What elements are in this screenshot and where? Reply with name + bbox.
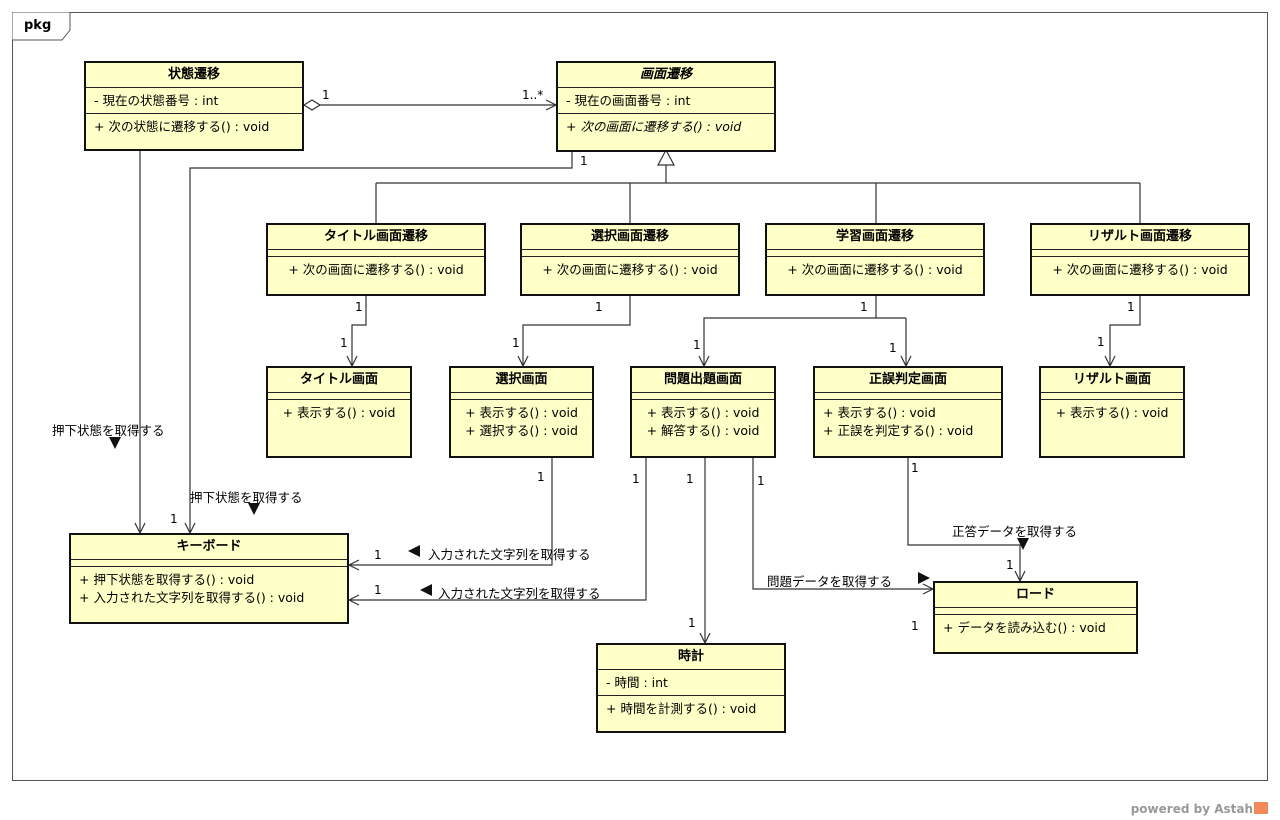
class-operation: + データを読み込む() : void: [943, 620, 1106, 635]
class-keyboard[interactable]: キーボード + 押下状態を取得する() : void + 入力された文字列を取得…: [69, 533, 349, 624]
multiplicity: 1: [512, 336, 520, 350]
class-attribute-compartment: [935, 608, 1136, 615]
multiplicity: 1: [688, 616, 696, 630]
class-name: リザルト画面遷移: [1032, 225, 1248, 250]
multiplicity: 1: [355, 300, 363, 314]
class-name: ロード: [935, 583, 1136, 608]
class-attribute-compartment: [451, 393, 592, 400]
class-attribute-compartment: [815, 393, 1001, 400]
class-operation: + 表示する() : void: [282, 405, 396, 420]
class-operation: + 表示する() : void: [1055, 405, 1169, 420]
class-name: キーボード: [71, 535, 347, 560]
class-select-screen[interactable]: 選択画面 + 表示する() : void + 選択する() : void: [449, 366, 594, 458]
class-operation: + 次の画面に遷移する() : void: [288, 262, 464, 277]
class-operation: + 表示する() : void: [465, 405, 578, 420]
association-label: 入力された文字列を取得する: [428, 547, 591, 562]
class-attribute-compartment: [632, 393, 774, 400]
multiplicity: 1: [1127, 300, 1135, 314]
class-attribute: - 現在の画面番号 : int: [558, 88, 774, 114]
class-attribute-compartment: [268, 250, 484, 257]
class-title-transition[interactable]: タイトル画面遷移 + 次の画面に遷移する() : void: [266, 223, 486, 296]
multiplicity: 1: [757, 474, 765, 488]
multiplicity: 1: [322, 88, 330, 102]
multiplicity: 1: [374, 583, 382, 597]
class-screen-transition[interactable]: 画面遷移 - 現在の画面番号 : int + 次の画面に遷移する() : voi…: [556, 61, 776, 152]
class-operation: + 正誤を判定する() : void: [823, 423, 974, 438]
class-attribute: - 現在の状態番号 : int: [86, 88, 302, 114]
multiplicity: 1: [170, 512, 178, 526]
class-operation: + 選択する() : void: [465, 423, 578, 438]
multiplicity: 1: [686, 472, 694, 486]
class-attribute: - 時間 : int: [598, 670, 784, 696]
class-operation: + 入力された文字列を取得する() : void: [79, 590, 305, 605]
class-name: リザルト画面: [1041, 368, 1183, 393]
class-name: 時計: [598, 645, 784, 670]
class-title-screen[interactable]: タイトル画面 + 表示する() : void: [266, 366, 412, 458]
class-state-transition[interactable]: 状態遷移 - 現在の状態番号 : int + 次の状態に遷移する() : voi…: [84, 61, 304, 151]
class-clock[interactable]: 時計 - 時間 : int + 時間を計測する() : void: [596, 643, 786, 733]
class-name: タイトル画面: [268, 368, 410, 393]
class-name: 状態遷移: [86, 63, 302, 88]
package-label: pkg: [24, 18, 52, 33]
multiplicity: 1: [374, 548, 382, 562]
class-attribute-compartment: [767, 250, 983, 257]
class-operation: + 時間を計測する() : void: [606, 701, 757, 716]
multiplicity: 1: [595, 300, 603, 314]
multiplicity: 1: [340, 336, 348, 350]
package-tab: [12, 12, 71, 41]
class-operation: + 次の画面に遷移する() : void: [542, 262, 718, 277]
class-attribute-compartment: [1041, 393, 1183, 400]
class-judge-screen[interactable]: 正誤判定画面 + 表示する() : void + 正誤を判定する() : voi…: [813, 366, 1003, 458]
multiplicity: 1..*: [522, 88, 544, 102]
class-attribute-compartment: [268, 393, 410, 400]
class-name: 学習画面遷移: [767, 225, 983, 250]
class-name: 選択画面: [451, 368, 592, 393]
class-result-screen[interactable]: リザルト画面 + 表示する() : void: [1039, 366, 1185, 458]
class-name: 選択画面遷移: [522, 225, 738, 250]
multiplicity: 1: [889, 341, 897, 355]
package-frame: [12, 12, 1268, 781]
class-name: タイトル画面遷移: [268, 225, 484, 250]
class-operation: + 解答する() : void: [646, 423, 760, 438]
class-operation: + 次の画面に遷移する() : void: [1052, 262, 1228, 277]
class-name: 正誤判定画面: [815, 368, 1001, 393]
multiplicity: 1: [537, 470, 545, 484]
class-attribute-compartment: [1032, 250, 1248, 257]
association-label: 問題データを取得する: [767, 574, 893, 589]
class-load[interactable]: ロード + データを読み込む() : void: [933, 581, 1138, 654]
powered-by-text: powered by Astah: [1130, 802, 1253, 816]
association-label: 押下状態を取得する: [190, 490, 303, 505]
class-result-transition[interactable]: リザルト画面遷移 + 次の画面に遷移する() : void: [1030, 223, 1250, 296]
class-name: 画面遷移: [558, 63, 774, 88]
class-select-transition[interactable]: 選択画面遷移 + 次の画面に遷移する() : void: [520, 223, 740, 296]
multiplicity: 1: [911, 619, 919, 633]
association-label: 入力された文字列を取得する: [438, 586, 601, 601]
powered-by-footer: powered by Astah: [1131, 802, 1268, 816]
class-question-screen[interactable]: 問題出題画面 + 表示する() : void + 解答する() : void: [630, 366, 776, 458]
class-attribute-compartment: [71, 560, 347, 567]
class-operation: + 押下状態を取得する() : void: [79, 572, 255, 587]
multiplicity: 1: [911, 461, 919, 475]
class-operation: + 次の画面に遷移する() : void: [566, 119, 742, 134]
astah-logo-icon: [1254, 802, 1268, 814]
class-operation: + 次の画面に遷移する() : void: [787, 262, 963, 277]
multiplicity: 1: [580, 154, 588, 168]
multiplicity: 1: [860, 300, 868, 314]
multiplicity: 1: [1097, 335, 1105, 349]
association-label: 押下状態を取得する: [52, 423, 165, 438]
class-operation: + 表示する() : void: [646, 405, 760, 420]
class-study-transition[interactable]: 学習画面遷移 + 次の画面に遷移する() : void: [765, 223, 985, 296]
multiplicity: 1: [693, 338, 701, 352]
class-operation: + 表示する() : void: [823, 405, 936, 420]
association-label: 正答データを取得する: [952, 524, 1078, 539]
multiplicity: 1: [1006, 558, 1014, 572]
class-attribute-compartment: [522, 250, 738, 257]
class-operation: + 次の状態に遷移する() : void: [94, 119, 270, 134]
class-name: 問題出題画面: [632, 368, 774, 393]
multiplicity: 1: [632, 472, 640, 486]
